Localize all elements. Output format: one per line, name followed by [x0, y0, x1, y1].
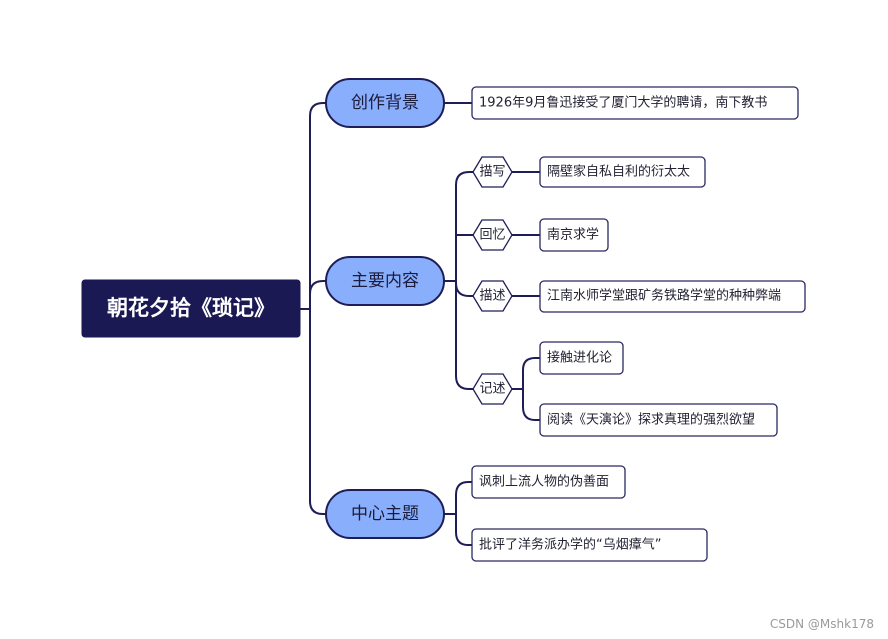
root-label: 朝花夕拾《琐记》 — [107, 296, 275, 320]
leaf-node[interactable]: 讽刺上流人物的伪善面 — [471, 465, 626, 499]
leaf-label: 南京求学 — [547, 227, 599, 243]
branch2-connectors — [444, 171, 540, 421]
leaf-node[interactable]: 阅读《天演论》探求真理的强烈欲望 — [539, 403, 778, 437]
leaf-label: 阅读《天演论》探求真理的强烈欲望 — [547, 412, 755, 428]
leaf-node[interactable]: 南京求学 — [539, 218, 609, 252]
sub-node-record[interactable]: 记述 — [472, 373, 513, 405]
branch-node-theme[interactable]: 中心主题 — [325, 489, 445, 539]
connector — [455, 481, 472, 514]
watermark-text: CSDN @Mshk178 — [769, 617, 874, 631]
leaf-label: 批评了洋务派办学的“乌烟瘴气” — [479, 537, 661, 553]
connector — [455, 281, 473, 390]
branch-label: 创作背景 — [351, 93, 419, 113]
leaf-label: 接触进化论 — [547, 350, 612, 366]
branch-label: 主要内容 — [351, 271, 419, 291]
leaf-label: 隔壁家自私自利的衍太太 — [547, 164, 690, 180]
connector — [455, 514, 472, 546]
branch-node-content[interactable]: 主要内容 — [325, 256, 445, 306]
sub-node-describe[interactable]: 描写 — [472, 156, 513, 188]
leaf-node[interactable]: 批评了洋务派办学的“乌烟瘴气” — [471, 528, 708, 562]
sub-label: 描写 — [479, 165, 505, 180]
branch-node-background[interactable]: 创作背景 — [325, 78, 445, 128]
sub-node-recall[interactable]: 回忆 — [472, 219, 513, 251]
leaf-node[interactable]: 江南水师学堂跟矿务铁路学堂的种种弊端 — [539, 280, 806, 313]
root-node[interactable]: 朝花夕拾《琐记》 — [81, 279, 301, 338]
branch-label: 中心主题 — [351, 504, 419, 524]
connector — [522, 357, 540, 389]
leaf-label: 江南水师学堂跟矿务铁路学堂的种种弊端 — [547, 288, 781, 304]
leaf-label: 1926年9月鲁迅接受了厦门大学的聘请，南下教书 — [479, 95, 767, 111]
branch3-connectors — [444, 481, 472, 546]
sub-label: 回忆 — [479, 227, 505, 243]
leaf-node[interactable]: 1926年9月鲁迅接受了厦门大学的聘请，南下教书 — [471, 86, 799, 120]
sub-label: 记述 — [479, 382, 505, 397]
connector — [309, 309, 326, 515]
root-connectors — [300, 102, 326, 515]
connector — [455, 281, 473, 297]
leaf-node[interactable]: 隔壁家自私自利的衍太太 — [539, 156, 706, 188]
sub-node-depict[interactable]: 描述 — [472, 280, 513, 312]
connector — [309, 102, 326, 309]
sub-label: 描述 — [479, 289, 505, 304]
connector — [522, 389, 540, 421]
leaf-node[interactable]: 接触进化论 — [539, 341, 624, 375]
leaf-label: 讽刺上流人物的伪善面 — [479, 474, 609, 490]
connector — [309, 280, 326, 309]
connector — [455, 171, 473, 281]
